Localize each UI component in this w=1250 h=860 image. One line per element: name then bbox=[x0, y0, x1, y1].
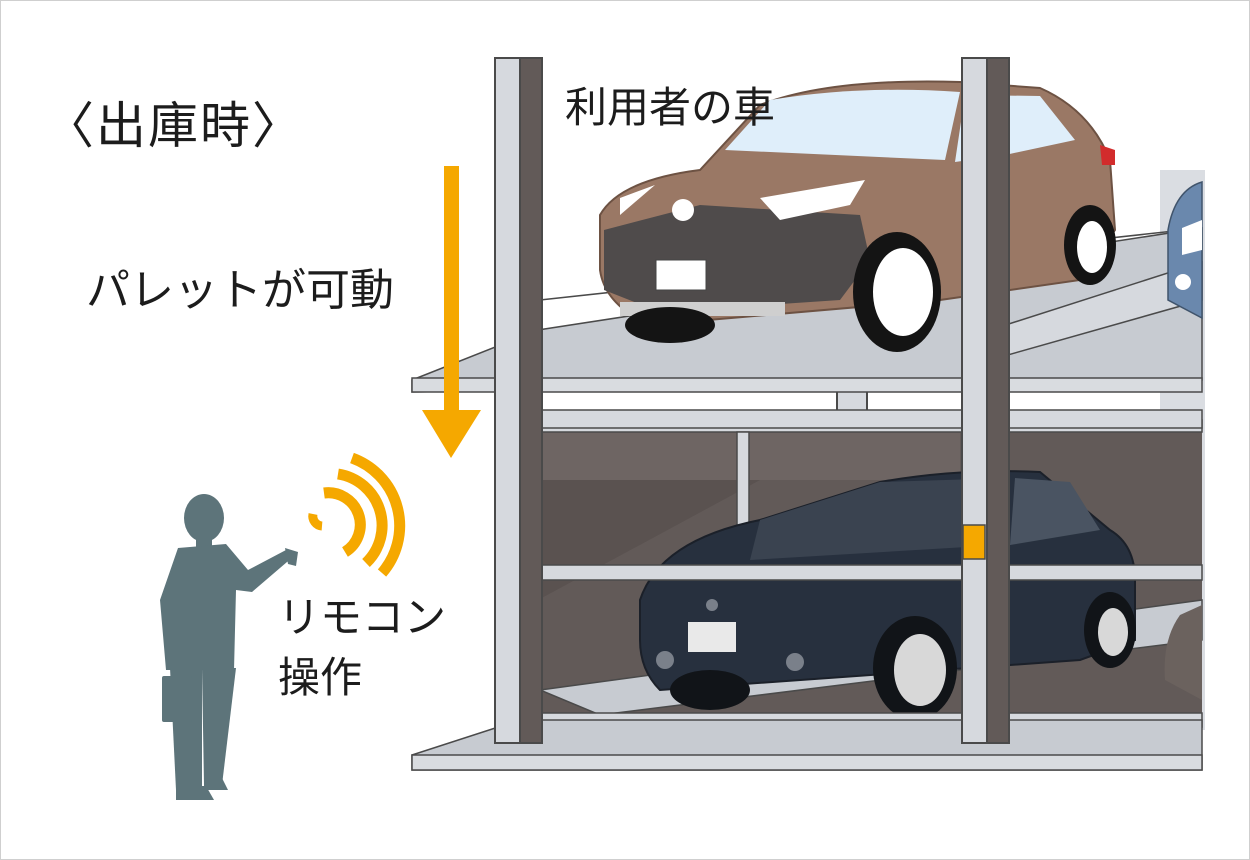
structure-frame bbox=[411, 57, 1203, 771]
remote-label-line1: リモコン bbox=[278, 593, 447, 642]
pallet-movable-label: パレットが可動 bbox=[86, 265, 394, 316]
page-title: 〈出庫時〉 bbox=[44, 97, 304, 155]
remote-operation-label: リモコン 操作 bbox=[278, 588, 446, 708]
upper-right-car bbox=[1167, 180, 1203, 320]
wireless-signal-icon bbox=[308, 452, 406, 577]
user-car-label: 利用者の車 bbox=[565, 83, 776, 132]
lower-right-car bbox=[1164, 605, 1202, 700]
person-icon bbox=[160, 494, 298, 800]
remote-label-line2: 操作 bbox=[278, 653, 363, 702]
down-arrow-icon bbox=[422, 166, 481, 458]
